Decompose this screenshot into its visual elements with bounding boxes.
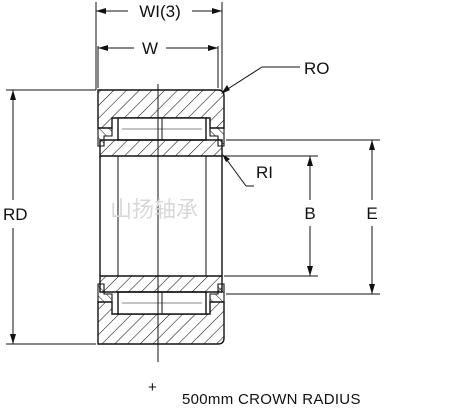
e-label: E: [366, 204, 377, 223]
w-dimension: [97, 45, 219, 88]
b-label: B: [304, 204, 315, 223]
watermark-text: 山扬轴承: [110, 198, 198, 223]
bore-outline: [99, 156, 223, 276]
ri-leader: [222, 154, 254, 187]
ro-label: RO: [304, 59, 330, 78]
wi-label: WI(3): [139, 2, 181, 21]
inner-ring-upper: [99, 139, 223, 157]
e-dimension: [226, 139, 380, 295]
rd-label: RD: [3, 205, 28, 224]
ri-label: RI: [256, 163, 273, 182]
outer-ring-lower: [97, 301, 225, 345]
b-dimension: [224, 155, 318, 277]
outer-ring-upper: [97, 89, 225, 129]
crown-radius-note: 500mm CROWN RADIUS: [182, 391, 361, 408]
rd-dimension: [6, 89, 96, 345]
wi-dimension: [95, 2, 223, 90]
inner-ring-lower: [99, 275, 223, 293]
roller-lower: [117, 291, 207, 315]
ro-leader: [221, 66, 300, 94]
w-label: W: [142, 39, 158, 58]
crown-radius-symbol: +: [148, 379, 157, 396]
roller-upper: [117, 117, 207, 141]
